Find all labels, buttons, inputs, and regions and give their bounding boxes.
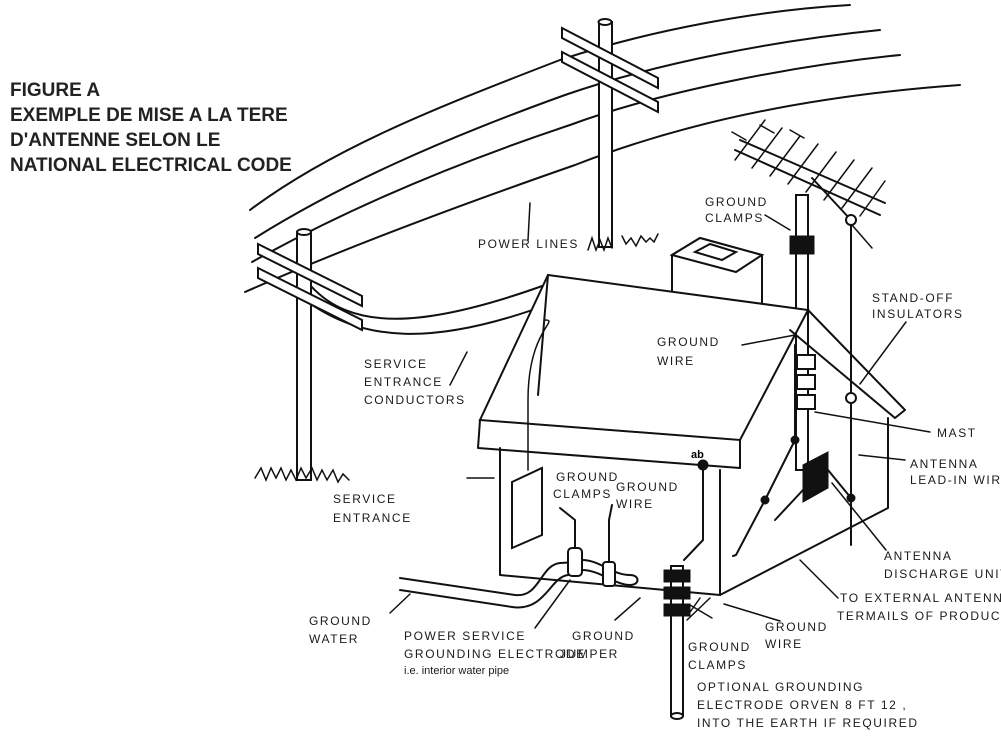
label-ground-wire-low-2: WIRE [765, 637, 803, 651]
figure-title-line-4: NATIONAL ELECTRICAL CODE [10, 155, 292, 176]
house [477, 236, 906, 596]
label-ground-jumper-1: GROUND [572, 629, 635, 643]
antenna-lead-in-wire [845, 214, 857, 546]
label-ground-wire-roof-2: WIRE [657, 354, 695, 368]
label-adu-2: DISCHARGE UNIT [884, 567, 1001, 581]
label-ab-tag: ab [691, 449, 704, 461]
figure-title: FIGURE A EXEMPLE DE MISE A LA TERE D'ANT… [10, 78, 292, 178]
utility-pole-right [561, 18, 659, 253]
label-ground-jumper-2: JUMPER [560, 647, 619, 661]
label-optional-2: ELECTRODE ORVEN 8 FT 12 , [697, 698, 907, 712]
label-interior-water-pipe: i.e. interior water pipe [404, 665, 509, 677]
label-sec-1: SERVICE [364, 357, 428, 371]
service-meter-box [511, 319, 550, 550]
label-lead-in-2: LEAD-IN WIRE [910, 473, 1001, 487]
label-psge-2: GROUNDING ELECTRODE [404, 647, 586, 661]
label-stand-off-1: STAND-OFF [872, 291, 954, 305]
power-lines [244, 4, 961, 335]
figure-title-line-2: EXEMPLE DE MISE A LA TERE [10, 105, 288, 126]
antenna-mast [789, 194, 816, 471]
label-optional-1: OPTIONAL GROUNDING [697, 680, 864, 694]
label-service-entrance-2: ENTRANCE [333, 511, 412, 525]
label-psge-1: POWER SERVICE [404, 629, 526, 643]
label-ground-wire-roof-1: GROUND [657, 335, 720, 349]
label-optional-3: INTO THE EARTH IF REQUIRED [697, 716, 919, 730]
label-ground-clamps-top-2: CLAMPS [705, 211, 764, 225]
label-ground-water-1: GROUND [309, 614, 372, 628]
label-ext-antenna-1: TO EXTERNAL ANTENNA [840, 591, 1001, 605]
label-mast: MAST [937, 426, 977, 440]
label-stand-off-2: INSULATORS [872, 307, 964, 321]
label-ground-clamps-mid-1: GROUND [556, 470, 619, 484]
tv-antenna [731, 119, 886, 221]
label-ground-wire-mid-2: WIRE [616, 497, 654, 511]
label-ground-clamps-low-1: GROUND [688, 640, 751, 654]
mast-ground-clamp [789, 235, 815, 255]
label-sec-2: ENTRANCE [364, 375, 443, 389]
label-ground-wire-low-1: GROUND [765, 620, 828, 634]
label-ground-clamps-top-1: GROUND [705, 195, 768, 209]
grounding-electrode-rod [663, 565, 691, 720]
utility-pole-left [254, 228, 363, 484]
label-adu-1: ANTENNA [884, 549, 953, 563]
label-ext-antenna-2: TERMAILS OF PRODUCT [837, 609, 1001, 623]
label-ground-clamps-mid-2: CLAMPS [553, 487, 612, 501]
label-sec-3: CONDUCTORS [364, 393, 466, 407]
label-ground-wire-mid-1: GROUND [616, 480, 679, 494]
figure-title-line-3: D'ANTENNE SELON LE [10, 130, 221, 151]
water-pipe [399, 504, 639, 609]
label-service-entrance-1: SERVICE [333, 492, 397, 506]
pointer-lines [389, 202, 931, 629]
label-ground-clamps-low-2: CLAMPS [688, 658, 747, 672]
label-lead-in-1: ANTENNA [910, 457, 979, 471]
label-power-lines: POWER LINES [478, 237, 579, 251]
antenna-discharge-unit [774, 451, 852, 521]
label-ground-water-2: WATER [309, 632, 359, 646]
figure-title-line-1: FIGURE A [10, 80, 101, 101]
